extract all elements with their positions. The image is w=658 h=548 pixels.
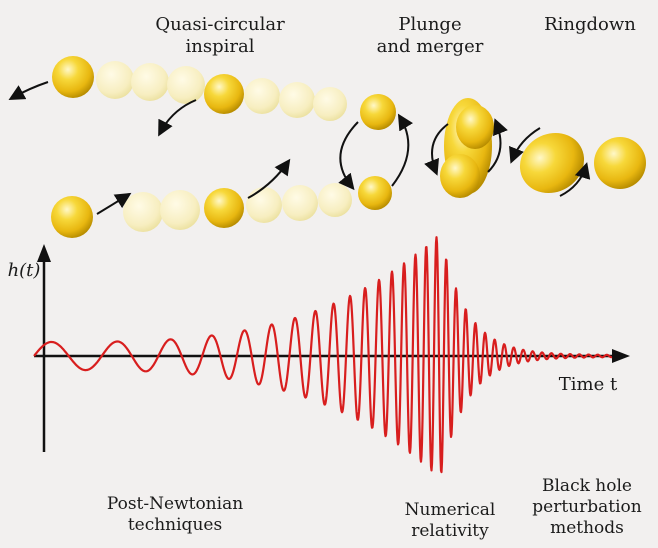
lower-inspiral-trail: [51, 176, 392, 238]
plot-axes: [34, 244, 630, 452]
gravitational-waveform: [33, 236, 613, 474]
merging-lobe-upper: [456, 105, 494, 149]
upper-inspiral-trail: [52, 56, 396, 130]
arrow-icon: [559, 162, 591, 197]
method-label-perturbation: Black hole perturbation methods: [532, 476, 642, 538]
merger-shape: [440, 98, 494, 198]
final-black-hole: [594, 137, 646, 189]
x-axis-label: Time t: [558, 374, 618, 395]
phase-label-ringdown: Ringdown: [544, 14, 636, 35]
ghost-black-hole: [96, 61, 134, 99]
ghost-black-hole: [279, 82, 315, 118]
ghost-black-hole: [167, 66, 205, 104]
arrow-icon: [338, 121, 359, 191]
ghost-black-hole: [160, 190, 200, 230]
merging-lobe-lower: [440, 154, 480, 198]
black-hole: [204, 188, 244, 228]
ghost-black-hole: [313, 87, 347, 121]
arrow-icon: [158, 99, 197, 137]
black-hole: [52, 56, 94, 98]
motion-arrows: [8, 81, 591, 215]
ghost-black-hole: [131, 63, 169, 101]
ghost-black-hole: [318, 183, 352, 217]
black-hole: [204, 74, 244, 114]
ghost-black-hole: [244, 78, 280, 114]
arrow-icon: [487, 118, 508, 173]
y-axis-arrowhead-icon: [37, 244, 51, 262]
ghost-black-hole: [123, 192, 163, 232]
arrow-icon: [8, 81, 49, 100]
arrow-icon: [509, 127, 541, 164]
ghost-black-hole: [246, 187, 282, 223]
method-label-post-newtonian: Post-Newtonian techniques: [106, 494, 244, 535]
phase-label-plunge-merger: Plunge and merger: [376, 14, 484, 57]
arrow-icon: [247, 158, 291, 199]
x-axis-arrowhead-icon: [612, 349, 630, 363]
ringdown-deformed-black-hole: [519, 132, 585, 194]
black-hole: [358, 176, 392, 210]
black-hole: [360, 94, 396, 130]
arrow-icon: [424, 123, 449, 176]
arrow-icon: [96, 192, 132, 215]
method-label-numerical-relativity: Numerical relativity: [404, 500, 496, 541]
black-hole: [51, 196, 93, 238]
phase-label-inspiral: Quasi-circular inspiral: [155, 14, 285, 57]
ghost-black-hole: [282, 185, 318, 221]
y-axis-label: h(t): [7, 260, 41, 281]
arrow-icon: [391, 113, 414, 187]
